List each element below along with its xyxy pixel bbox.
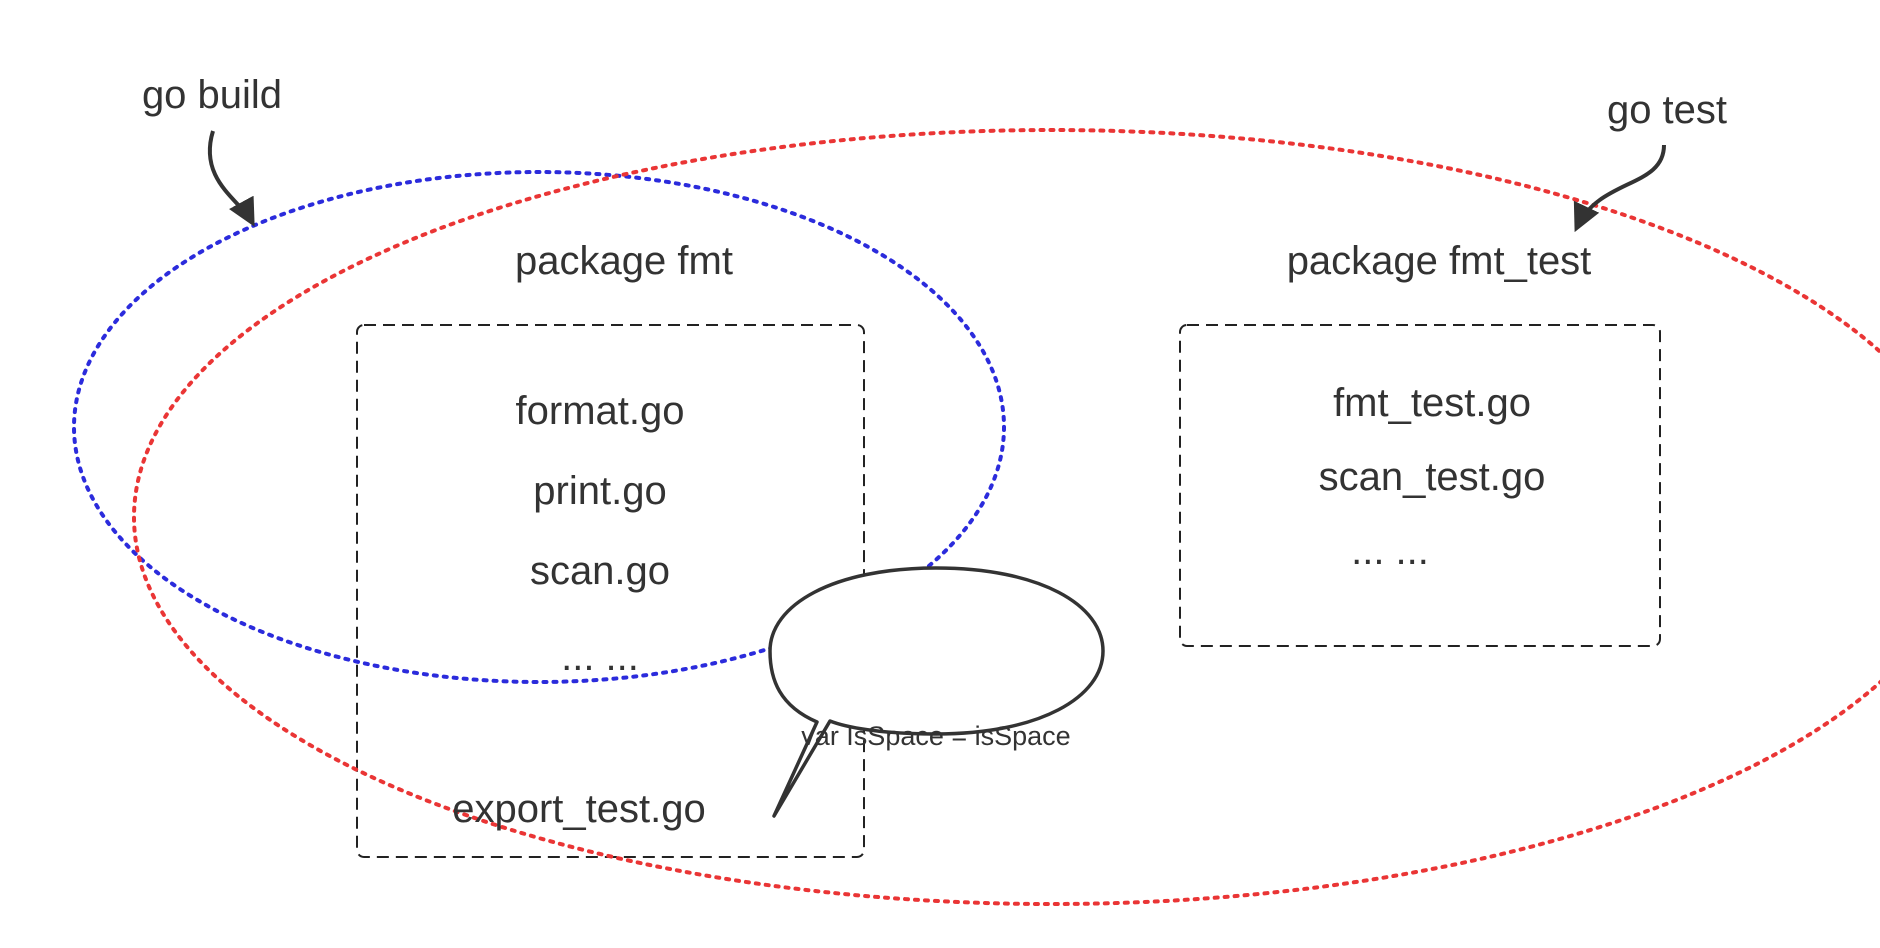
file-fmt-test-go: fmt_test.go: [1333, 381, 1531, 425]
go-test-pointer-arrow: [1573, 144, 1666, 233]
go-build-scope-outline: [72, 170, 1006, 684]
package-fmt-test-box: [1179, 324, 1661, 647]
file-export-test-go: export_test.go: [452, 787, 706, 831]
file-format-go: format.go: [516, 389, 685, 433]
file-ellipsis: ... ...: [561, 635, 639, 679]
go-build-pointer-arrow: [207, 130, 255, 227]
go-test-scope-outline: [132, 128, 1880, 906]
go-build-label: go build: [142, 73, 282, 117]
package-fmt-title: package fmt: [515, 239, 733, 283]
file-test-ellipsis: ... ...: [1351, 529, 1429, 573]
callout-text: var IsSpace = isSpace: [801, 721, 1070, 751]
go-test-label: go test: [1607, 88, 1727, 132]
package-fmt-test-title: package fmt_test: [1287, 239, 1592, 283]
file-print-go: print.go: [533, 469, 666, 513]
callout-bubble: [768, 566, 1105, 818]
file-scan-go: scan.go: [530, 549, 670, 593]
file-scan-test-go: scan_test.go: [1319, 455, 1546, 499]
